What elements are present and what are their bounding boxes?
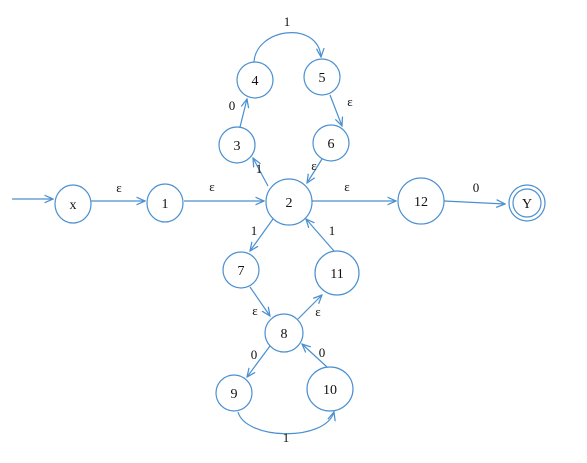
state-9: 9 <box>215 374 253 412</box>
edge-label-2-7: 1 <box>251 223 258 238</box>
state-label-3: 3 <box>234 139 241 154</box>
state-circle-3 <box>218 126 256 164</box>
edge-8-11 <box>297 295 322 320</box>
state-label-1: 1 <box>162 197 169 212</box>
state-label-y: Y <box>522 197 532 212</box>
state-label-6: 6 <box>328 137 335 152</box>
state-label-9: 9 <box>231 387 238 402</box>
edge-3-4 <box>239 99 247 128</box>
edge-label-5-6: ε <box>347 94 353 109</box>
state-circle-8 <box>264 313 304 353</box>
state-circle-9 <box>215 374 253 412</box>
edge-label-3-4: 0 <box>229 98 236 113</box>
state-x: x <box>54 184 92 224</box>
edge-label-1-2: ε <box>209 179 215 194</box>
edge-8-9 <box>247 345 271 377</box>
edge-label-8-9: 0 <box>251 347 258 362</box>
edge-2-7 <box>250 218 274 251</box>
edge-7-8 <box>249 286 270 316</box>
edge-label-11-2: 1 <box>329 223 336 238</box>
state-label-11: 11 <box>330 267 343 282</box>
state-label-8: 8 <box>281 327 288 342</box>
state-2: 2 <box>265 178 313 226</box>
state-circle-7 <box>222 251 260 289</box>
state-7: 7 <box>222 251 260 289</box>
state-circle-5 <box>303 58 341 96</box>
edge-11-2 <box>306 219 335 252</box>
state-circle-11 <box>314 250 360 296</box>
edge-label-10-8: 0 <box>319 345 326 360</box>
edge-5-6 <box>329 94 342 126</box>
state-4: 4 <box>236 61 274 99</box>
accepting-ring-y <box>512 188 542 218</box>
edge-label-4-5: 1 <box>284 14 291 29</box>
edge-label-7-8: ε <box>252 303 258 318</box>
state-label-10: 10 <box>323 383 337 398</box>
state-circle-10 <box>306 366 354 412</box>
state-3: 3 <box>218 126 256 164</box>
edge-label-2-12: ε <box>344 179 350 194</box>
state-12: 12 <box>397 177 445 225</box>
edge-4-5 <box>253 32 321 63</box>
state-label-5: 5 <box>319 71 326 86</box>
state-circle-2 <box>265 178 313 226</box>
state-circle-y <box>508 184 546 222</box>
state-y: Y <box>508 184 546 222</box>
state-label-2: 2 <box>286 196 293 211</box>
state-label-4: 4 <box>252 74 259 89</box>
state-circle-6 <box>312 124 350 162</box>
state-label-x: x <box>70 198 77 213</box>
edge-10-8 <box>302 344 328 368</box>
state-6: 6 <box>312 124 350 162</box>
edge-label-8-11: ε <box>315 304 321 319</box>
edge-6-2 <box>307 158 323 183</box>
state-label-7: 7 <box>238 264 245 279</box>
state-5: 5 <box>303 58 341 96</box>
edge-label-12-y: 0 <box>473 180 480 195</box>
state-circle-12 <box>397 177 445 225</box>
state-11: 11 <box>314 250 360 296</box>
edge-2-3 <box>253 158 269 187</box>
edge-12-y <box>443 201 505 204</box>
state-circle-1 <box>146 183 184 223</box>
edge-label-2-3: 1 <box>256 161 263 176</box>
state-label-12: 12 <box>414 195 428 210</box>
edge-label-9-10: 1 <box>283 430 290 445</box>
edge-label-x-1: ε <box>116 180 122 195</box>
edges <box>12 32 505 435</box>
state-1: 1 <box>146 183 184 223</box>
state-10: 10 <box>306 366 354 412</box>
state-8: 8 <box>264 313 304 353</box>
edge-9-10 <box>237 412 334 435</box>
edge-label-6-2: ε <box>311 158 317 173</box>
state-circle-x <box>54 184 92 224</box>
state-circle-4 <box>236 61 274 99</box>
